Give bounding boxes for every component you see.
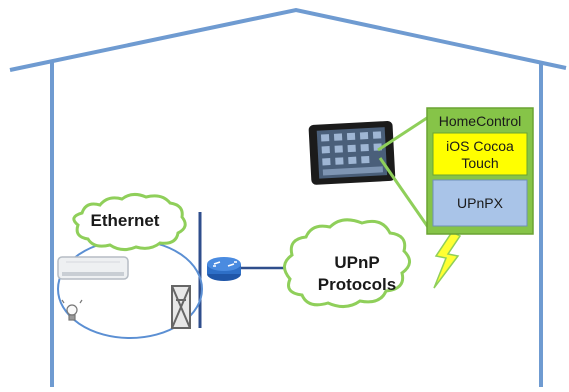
upnpx-label: UPnPX	[457, 195, 504, 211]
lightning-icon	[433, 231, 462, 289]
ethernet-cloud	[72, 192, 187, 252]
homecontrol-title: HomeControl	[439, 113, 521, 129]
light-bulb-icon	[61, 299, 83, 321]
upnpx-layer	[432, 179, 528, 227]
air-conditioner-icon	[57, 256, 129, 280]
device-stand-icon	[171, 285, 191, 329]
ios-cocoa-touch-line2: Touch	[461, 155, 498, 171]
upnp-protocols-cloud	[283, 218, 411, 308]
callout-line-top	[377, 114, 431, 152]
callout-line-bottom	[378, 157, 432, 231]
tablet-icon	[308, 120, 396, 185]
ios-cocoa-touch-line1: iOS Cocoa	[446, 138, 514, 154]
ios-cocoa-touch-layer	[432, 132, 528, 176]
ethernet-label: Ethernet	[91, 211, 160, 230]
upnp-label-line2: Protocols	[318, 275, 396, 294]
house-outline	[9, 7, 567, 387]
upnp-label-line1: UPnP	[334, 253, 379, 272]
house-roof	[9, 7, 567, 72]
router-icon	[207, 257, 241, 281]
